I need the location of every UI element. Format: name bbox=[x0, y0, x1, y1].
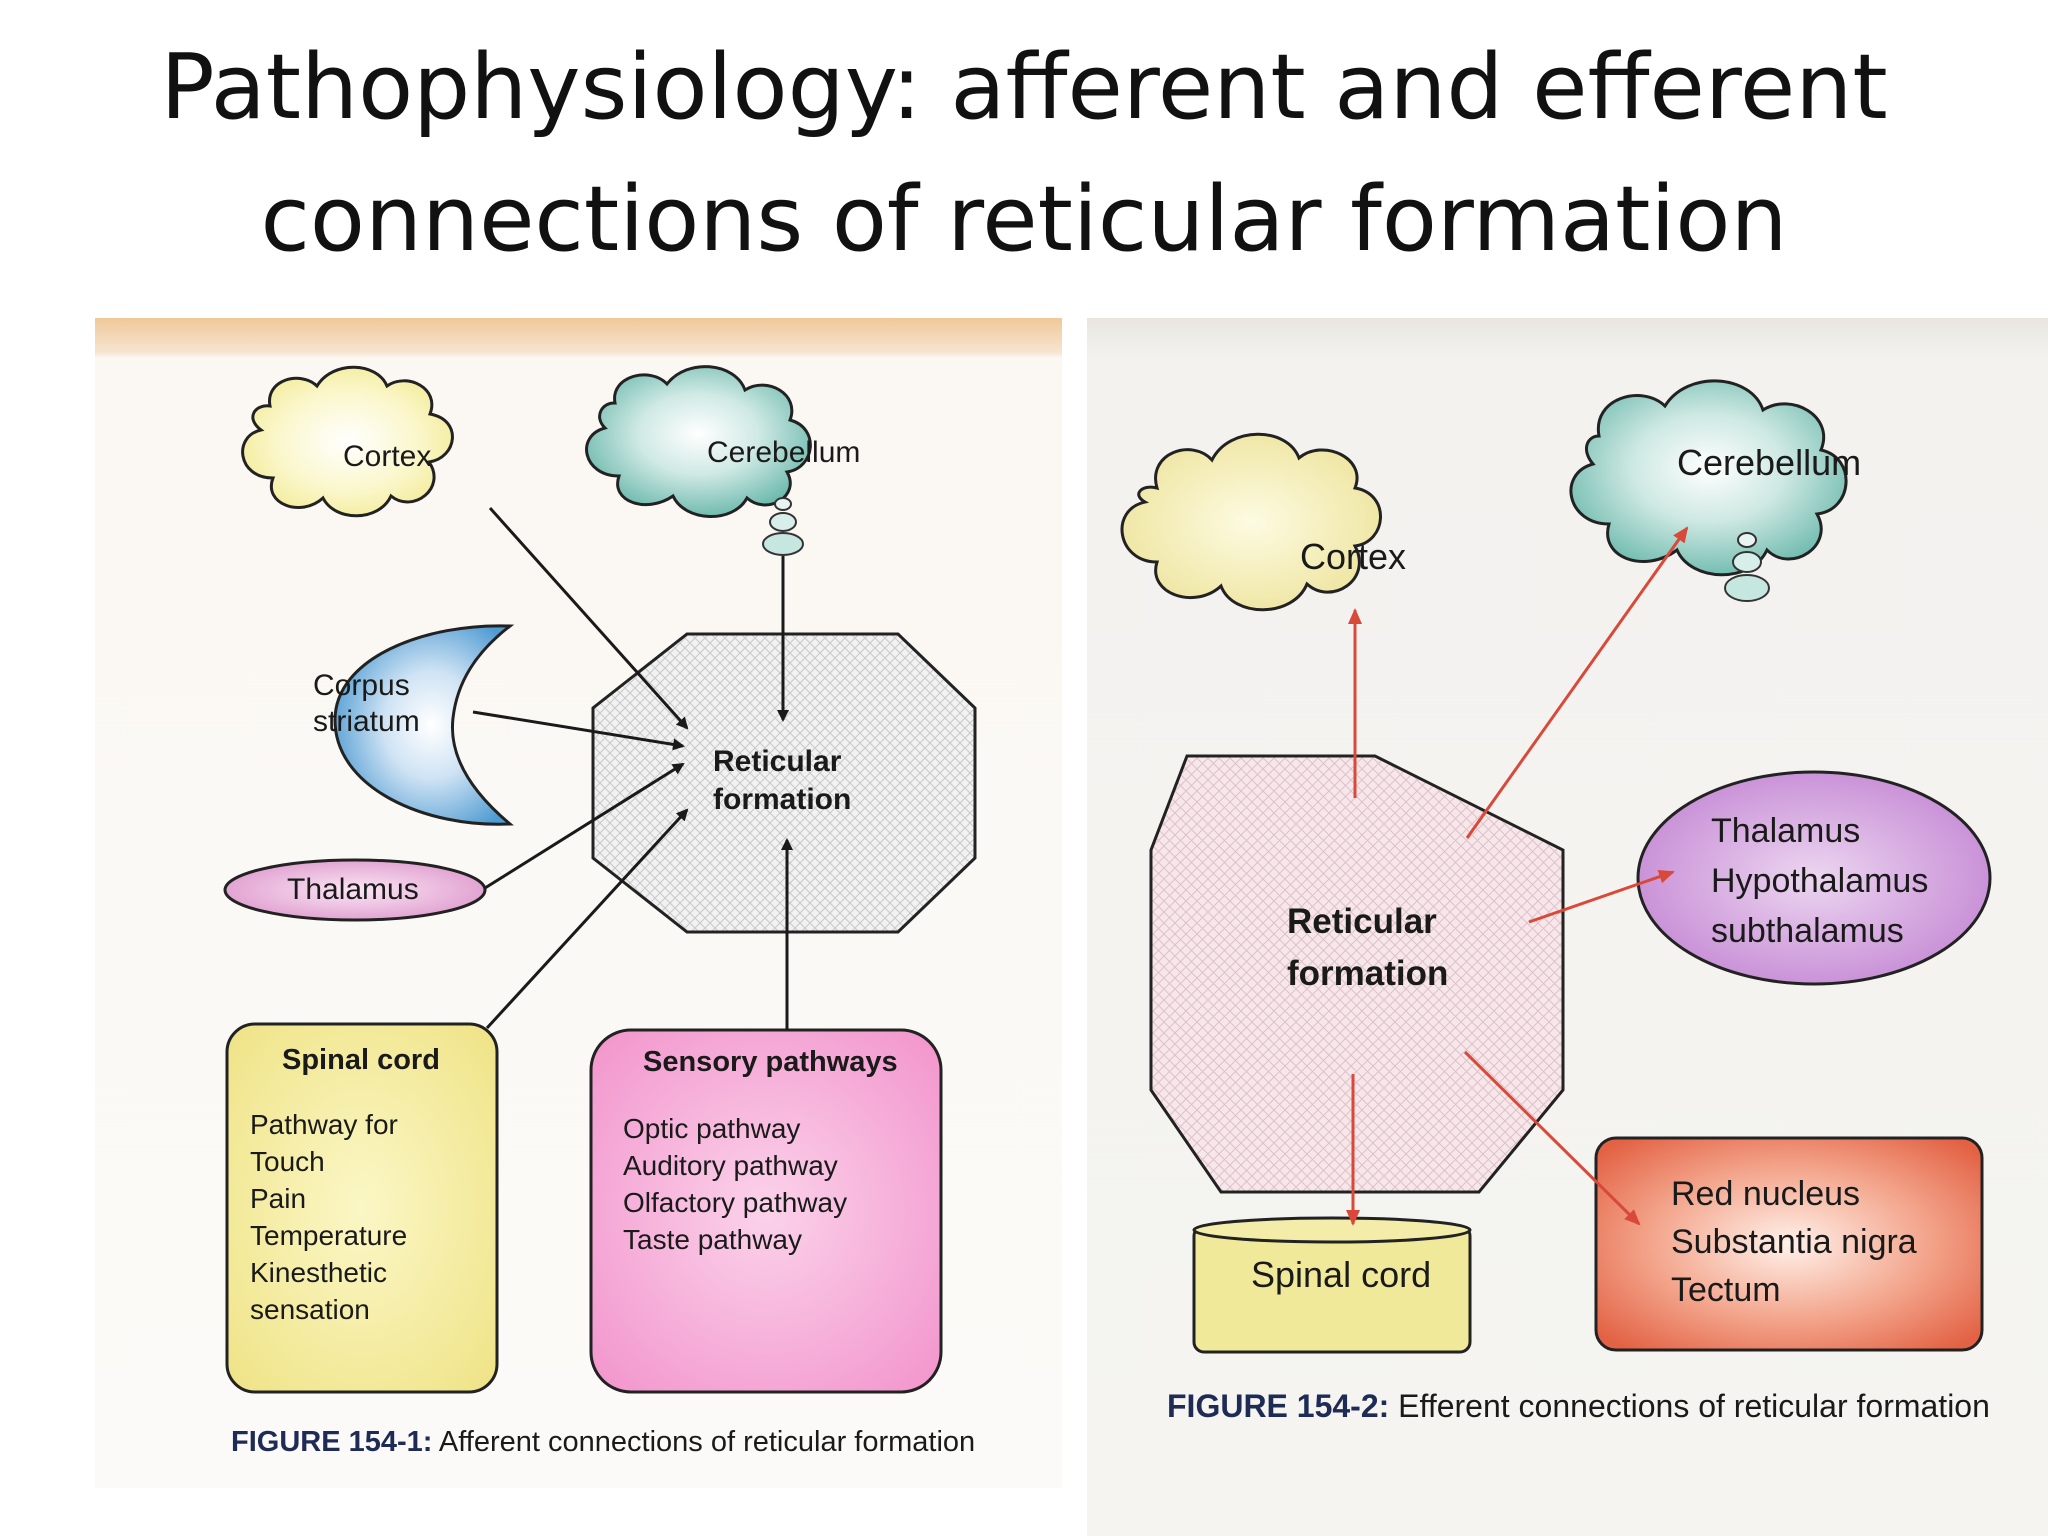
efferent-figure-caption: FIGURE 154-2: Efferent connections of re… bbox=[1167, 1388, 1990, 1425]
midbrain-nuclei-box bbox=[1594, 1136, 1984, 1352]
arrow-corpus-to-reticular bbox=[472, 710, 685, 751]
efferent-cortex-cloud bbox=[1120, 432, 1382, 612]
arrow-reticular-to-thalamus bbox=[1528, 869, 1675, 924]
arrow-reticular-to-cerebellum bbox=[1465, 526, 1689, 839]
afferent-thalamus-label: Thalamus bbox=[287, 873, 419, 906]
spinal-cord-list-item: Pain bbox=[250, 1183, 307, 1214]
afferent-cortex-label: Cortex bbox=[343, 440, 432, 473]
efferent-figure-panel: Cortex Cerebellum Reticular formation Th… bbox=[1087, 318, 2048, 1536]
efferent-spinal-cord-top bbox=[1192, 1216, 1472, 1244]
efferent-reticular-line2: formation bbox=[1287, 954, 1449, 993]
midbrain-group-item: Red nucleus bbox=[1671, 1175, 1861, 1213]
afferent-caption-label: FIGURE 154-1: bbox=[231, 1426, 433, 1458]
cerebellum-bubble-small bbox=[774, 497, 792, 511]
reticular-formation-octagon bbox=[591, 632, 977, 934]
efferent-diagram bbox=[1120, 379, 1992, 1354]
sensory-pathway-list-item: Optic pathway bbox=[623, 1113, 801, 1144]
efferent-reticular-line1: Reticular bbox=[1287, 902, 1437, 941]
afferent-sensory-title: Sensory pathways bbox=[643, 1046, 898, 1078]
spinal-cord-box bbox=[225, 1022, 499, 1394]
arrow-spinal-to-reticular bbox=[485, 808, 689, 1030]
thalamus-group-item: subthalamus bbox=[1711, 912, 1904, 950]
cerebellum-bubble-large bbox=[762, 532, 804, 556]
afferent-diagram bbox=[223, 365, 977, 1394]
cerebellum-bubble-mid bbox=[769, 512, 797, 532]
afferent-reticular-line1: Reticular bbox=[713, 745, 842, 778]
efferent-cerebellum-cloud bbox=[1569, 379, 1848, 577]
arrow-cortex-to-reticular bbox=[488, 506, 689, 730]
spinal-cord-list-item: Touch bbox=[250, 1146, 325, 1177]
title-line-1: Pathophysiology: afferent and efferent bbox=[160, 35, 1888, 140]
spinal-cord-list-item: sensation bbox=[250, 1294, 370, 1325]
corpus-label-line2: striatum bbox=[313, 705, 420, 738]
efferent-cortex-label: Cortex bbox=[1300, 536, 1407, 577]
sensory-pathway-list-item: Olfactory pathway bbox=[623, 1187, 848, 1218]
efferent-cerebellum-bubble-small bbox=[1737, 532, 1757, 548]
arrow-thalamus-to-reticular bbox=[484, 762, 685, 890]
efferent-spinal-cord-label: Spinal cord bbox=[1251, 1254, 1432, 1295]
midbrain-group-item: Substantia nigra bbox=[1671, 1223, 1917, 1261]
spinal-cord-list-item: Kinesthetic bbox=[250, 1257, 387, 1288]
afferent-corpus-striatum-label: Corpus striatum bbox=[313, 668, 420, 740]
corpus-label-line1: Corpus bbox=[313, 669, 410, 702]
spinal-cord-list-item: Pathway for bbox=[250, 1109, 398, 1140]
afferent-figure-caption: FIGURE 154-1: Afferent connections of re… bbox=[231, 1426, 975, 1459]
corpus-striatum-shape bbox=[333, 624, 515, 826]
arrow-reticular-to-midbrain bbox=[1463, 1050, 1641, 1226]
slide-title: Pathophysiology: afferent and efferent c… bbox=[0, 22, 2048, 286]
afferent-figure-panel: Cortex Cerebellum Corpus striatum Thalam… bbox=[95, 318, 1062, 1488]
cortex-cloud bbox=[241, 365, 454, 518]
efferent-thalamus-ellipse bbox=[1636, 770, 1992, 986]
efferent-cerebellum-bubble-mid bbox=[1732, 551, 1762, 573]
efferent-reticular-label: Reticular formation bbox=[1287, 896, 1448, 1000]
thalamus-ellipse bbox=[223, 858, 487, 922]
sensory-pathway-list-item: Taste pathway bbox=[623, 1224, 802, 1255]
thalamus-group-item: Hypothalamus bbox=[1711, 862, 1929, 900]
afferent-caption-text: Afferent connections of reticular format… bbox=[438, 1426, 976, 1458]
afferent-spinal-cord-title: Spinal cord bbox=[282, 1044, 440, 1076]
sensory-pathways-box bbox=[589, 1028, 943, 1394]
sensory-pathway-list-item: Auditory pathway bbox=[623, 1150, 838, 1181]
spinal-cord-list-item: Temperature bbox=[250, 1220, 408, 1251]
efferent-caption-label: FIGURE 154-2: bbox=[1167, 1388, 1390, 1424]
thalamus-group-item: Thalamus bbox=[1711, 812, 1861, 850]
efferent-caption-text: Efferent connections of reticular format… bbox=[1398, 1388, 1990, 1424]
afferent-reticular-line2: formation bbox=[713, 783, 852, 816]
midbrain-group-item: Tectum bbox=[1671, 1271, 1781, 1309]
efferent-cerebellum-label: Cerebellum bbox=[1677, 442, 1862, 483]
efferent-cerebellum-bubble-large bbox=[1724, 574, 1770, 602]
afferent-reticular-label: Reticular formation bbox=[713, 743, 851, 819]
afferent-cerebellum-label: Cerebellum bbox=[707, 436, 861, 469]
title-line-2: connections of reticular formation bbox=[260, 167, 1788, 272]
efferent-reticular-octagon bbox=[1149, 754, 1565, 1194]
